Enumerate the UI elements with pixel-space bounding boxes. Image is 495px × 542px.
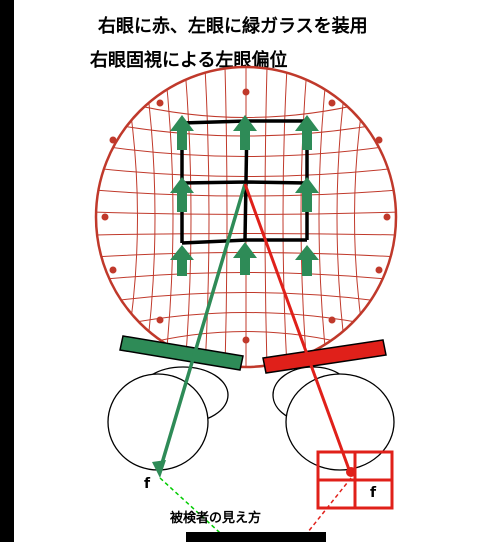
- title-line-1: 右眼に赤、左眼に緑ガラスを装用: [98, 16, 368, 37]
- red-target-square: [316, 450, 394, 510]
- green-arrow-icon: [170, 115, 194, 150]
- green-dashed-line: [159, 477, 231, 542]
- green-arrow-icon: [295, 177, 319, 212]
- green-arrow-icon: [295, 115, 319, 150]
- right-eye: [272, 366, 395, 471]
- fixation-label-left: f: [144, 476, 151, 492]
- green-arrow-icon: [170, 177, 194, 212]
- green-arrow-icon: [295, 245, 319, 276]
- red-line-of-sight: [243, 183, 353, 476]
- red-fovea-dot: [346, 467, 356, 477]
- red-glass: [262, 339, 387, 374]
- left-edge-bar: [0, 0, 14, 542]
- green-line-of-sight: [158, 183, 247, 471]
- green-arrow-icon: [233, 242, 257, 275]
- green-glass: [119, 335, 244, 371]
- green-arrows: [170, 115, 319, 276]
- fixation-label-right: f: [370, 485, 377, 501]
- bottom-black-block: [186, 532, 326, 542]
- title-line-2: 右眼固視による左眼偏位: [90, 50, 288, 71]
- green-fovea-marker: [152, 460, 166, 478]
- observer-view-label: 被検者の見え方: [170, 511, 262, 526]
- green-arrow-icon: [170, 245, 194, 276]
- hess-grid-dots: [101, 88, 391, 344]
- left-eye: [107, 366, 229, 471]
- green-arrow-icon: [233, 115, 257, 150]
